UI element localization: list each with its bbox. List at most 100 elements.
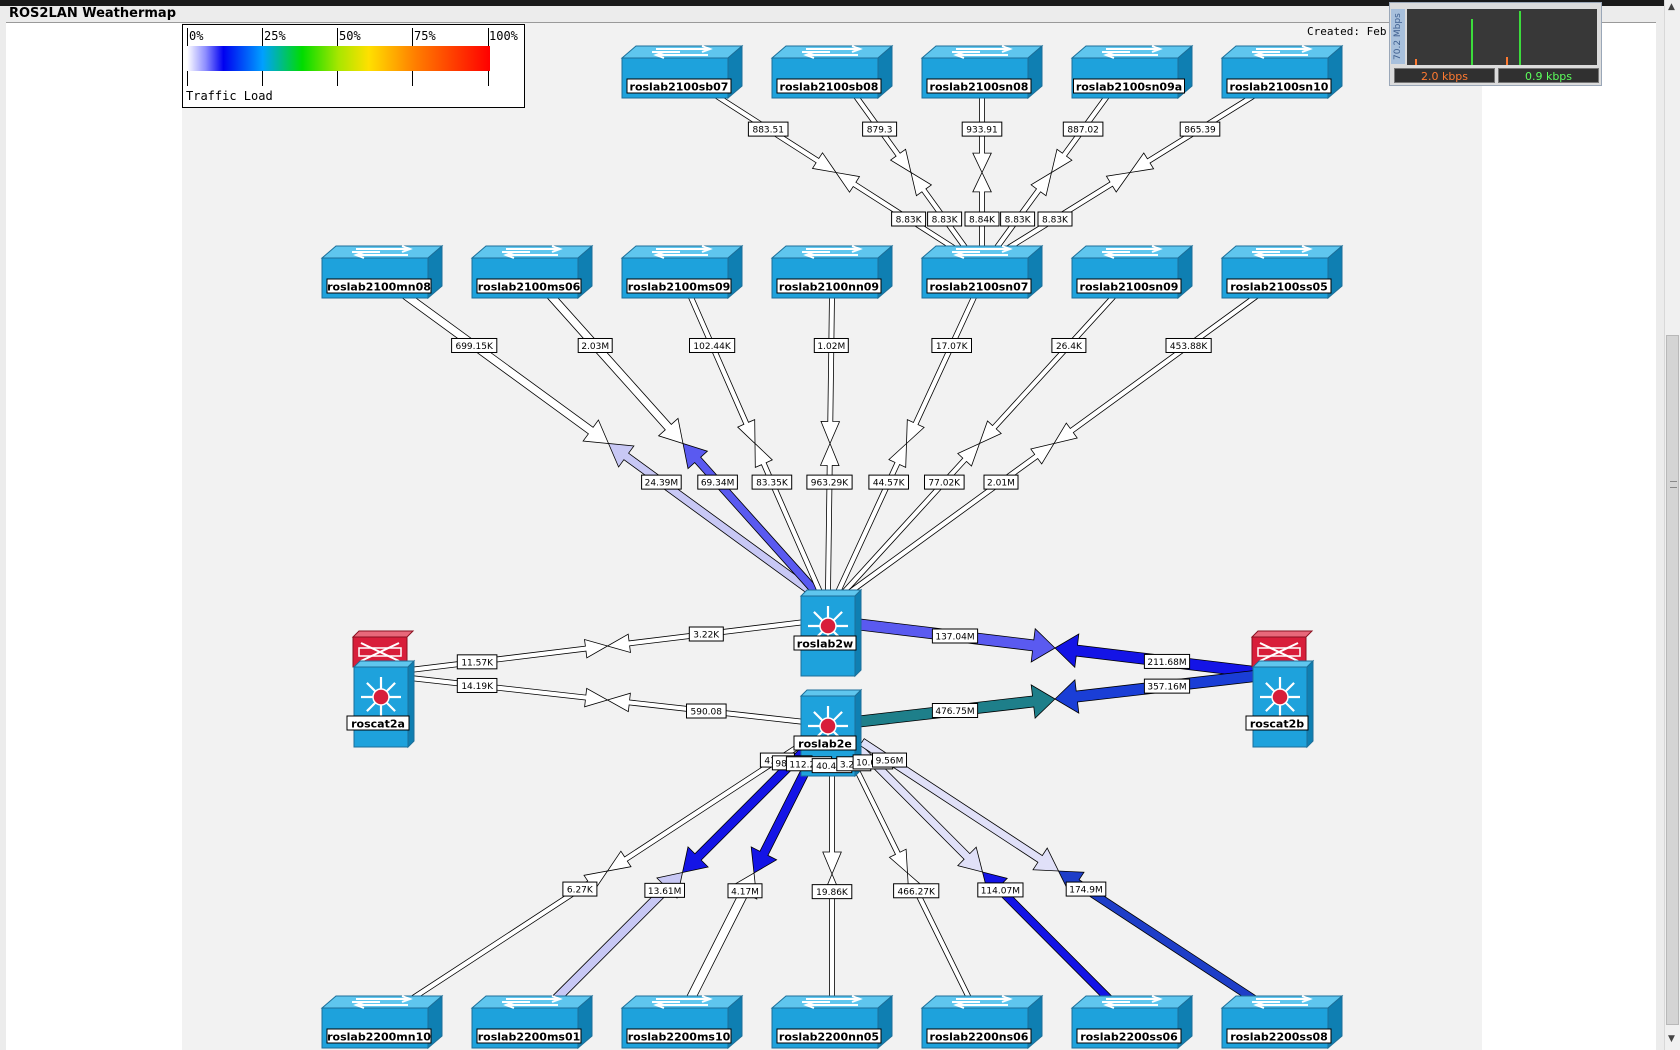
scroll-up-arrow-icon[interactable]: ▲ xyxy=(1668,2,1675,12)
bandwidth-label-sb08-sn07-a[interactable]: 879.3 xyxy=(862,121,898,137)
bandwidth-label-sn07-2w-b[interactable]: 44.57K xyxy=(868,474,910,490)
node-roslab2100sb08[interactable]: roslab2100sb08 xyxy=(770,44,894,100)
bandwidth-label-2e-ss08-b[interactable]: 174.9M xyxy=(1065,881,1107,897)
link-arrow-nn09-2w-out[interactable] xyxy=(820,294,841,445)
bandwidth-label-ms06-2w-b[interactable]: 69.34M xyxy=(697,474,738,490)
node-roslab2100ms09[interactable]: roslab2100ms09 xyxy=(620,244,744,300)
bandwidth-label-mn08-2w-b[interactable]: 24.39M xyxy=(641,474,682,490)
link-arrow-nn09-2w-in[interactable] xyxy=(819,442,840,593)
bandwidth-label-2e-nn05-b[interactable]: 19.86K xyxy=(811,884,853,900)
node-roslab2200ss08[interactable]: roslab2200ss08 xyxy=(1220,994,1344,1050)
bandwidth-label-ms06-2w-a[interactable]: 2.03M xyxy=(577,337,613,353)
link-arrow-ms06-2w-out[interactable] xyxy=(546,291,684,445)
node-label-roslab2100sn07: roslab2100sn07 xyxy=(930,281,1029,294)
bandwidth-label-2w-2b-a[interactable]: 137.04M xyxy=(931,628,979,644)
bandwidth-label-2e-ss06-b[interactable]: 114.07M xyxy=(977,882,1024,898)
bandwidth-label-sb08-sn07-a-text: 879.3 xyxy=(867,126,893,136)
bandwidth-label-sb08-sn07-b-text: 8.83K xyxy=(932,216,959,226)
bandwidth-label-nn09-2w-a[interactable]: 1.02M xyxy=(813,337,849,353)
bandwidth-label-2e-2b-b[interactable]: 357.16M xyxy=(1143,678,1191,694)
node-roslab2200nn05[interactable]: roslab2200nn05 xyxy=(770,994,894,1050)
node-label-roslab2200mn10: roslab2200mn10 xyxy=(327,1031,431,1044)
bandwidth-label-mn08-2w-a[interactable]: 699.15K xyxy=(451,337,498,353)
bandwidth-label-2a-2w-a[interactable]: 11.57K xyxy=(456,654,498,670)
bandwidth-label-mn08-2w-a-text: 699.15K xyxy=(455,342,493,352)
node-label-roscat2a: roscat2a xyxy=(351,718,405,731)
bandwidth-label-sn09a-sn07-b-text: 8.83K xyxy=(1005,216,1032,226)
link-arrow-2a-2w-out[interactable] xyxy=(409,638,609,673)
node-roslab2100sb07[interactable]: roslab2100sb07 xyxy=(620,44,744,100)
popup-inbound-value: 2.0 kbps xyxy=(1394,68,1495,83)
bandwidth-label-sn10-sn07-a[interactable]: 865.39 xyxy=(1179,121,1221,137)
bandwidth-label-sn08-sn07-a[interactable]: 933.91 xyxy=(961,121,1003,137)
scroll-down-arrow-icon[interactable]: ▼ xyxy=(1668,1034,1675,1044)
bandwidth-label-ms09-2w-a[interactable]: 102.44K xyxy=(689,337,736,353)
node-roslab2100sn09[interactable]: roslab2100sn09 xyxy=(1070,244,1194,300)
node-roslab2200ns06[interactable]: roslab2200ns06 xyxy=(920,994,1044,1050)
bandwidth-label-ms09-2w-b[interactable]: 83.35K xyxy=(751,474,793,490)
link-arrow-sn07-2w-out[interactable] xyxy=(906,293,978,445)
node-roslab2100ms06[interactable]: roslab2100ms06 xyxy=(470,244,594,300)
bandwidth-label-sn10-sn07-b[interactable]: 8.83K xyxy=(1037,211,1073,227)
node-roslab2100sn10[interactable]: roslab2100sn10 xyxy=(1220,44,1344,100)
node-roslab2100nn09[interactable]: roslab2100nn09 xyxy=(770,244,894,300)
link-arrow-ss05-2w-in[interactable] xyxy=(847,442,1055,595)
link-arrow-sn07-2w-in[interactable] xyxy=(835,442,907,594)
bandwidth-label-2e-mn10-b-text: 6.27K xyxy=(567,886,594,896)
link-arrow-sn09-2w-in[interactable] xyxy=(841,442,981,595)
node-roslab2100sn09a[interactable]: roslab2100sn09a xyxy=(1070,44,1194,100)
bandwidth-label-2e-ms10-b[interactable]: 4.17M xyxy=(727,883,763,899)
scrollbar-thumb[interactable] xyxy=(1666,335,1679,1025)
node-roslab2200ms10[interactable]: roslab2200ms10 xyxy=(620,994,744,1050)
bandwidth-label-ss05-2w-a[interactable]: 453.88K xyxy=(1165,337,1212,353)
node-label-roslab2100sn09a: roslab2100sn09a xyxy=(1076,81,1182,94)
bandwidth-label-ss05-2w-b[interactable]: 2.01M xyxy=(983,474,1019,490)
bandwidth-label-2w-2b-b[interactable]: 211.68M xyxy=(1143,653,1191,669)
node-roslab2100mn08[interactable]: roslab2100mn08 xyxy=(320,244,444,300)
node-roscat2a[interactable]: roscat2a xyxy=(346,630,416,749)
bandwidth-label-sb07-sn07-b[interactable]: 8.83K xyxy=(891,211,927,227)
bandwidth-label-nn09-2w-b[interactable]: 963.29K xyxy=(806,474,853,490)
link-arrow-ms09-2w-out[interactable] xyxy=(687,293,756,445)
bandwidth-label-2e-mn10-b[interactable]: 6.27K xyxy=(562,881,598,897)
node-roslab2200mn10[interactable]: roslab2200mn10 xyxy=(320,994,444,1050)
bandwidth-label-sn10-sn07-a-text: 865.39 xyxy=(1184,126,1216,136)
bandwidth-label-2a-2e-a[interactable]: 14.19K xyxy=(456,677,498,693)
bandwidth-label-nn09-2w-b-text: 963.29K xyxy=(811,479,849,489)
link-arrow-mn08-2w-out[interactable] xyxy=(402,291,610,444)
link-arrow-mn08-2w-in[interactable] xyxy=(607,443,815,596)
node-roslab2w[interactable]: roslab2w xyxy=(793,588,863,678)
bandwidth-label-sb07-sn07-a[interactable]: 883.51 xyxy=(747,121,789,137)
bandwidth-label-sn09a-sn07-a[interactable]: 887.02 xyxy=(1062,121,1104,137)
link-arrow-sn08-sn07-in[interactable] xyxy=(972,171,992,251)
bandwidth-label-2e-2b-a[interactable]: 476.75M xyxy=(931,703,979,718)
bandwidth-label-2e-ns06-b[interactable]: 466.27K xyxy=(893,883,940,899)
bandwidth-label-sn09-2w-b[interactable]: 77.02K xyxy=(924,474,965,490)
link-arrow-ms06-2w-in[interactable] xyxy=(682,442,820,596)
link-arrow-2a-2e-out[interactable] xyxy=(409,675,609,708)
link-arrow-2e-ss08-in[interactable] xyxy=(1057,870,1258,1004)
bandwidth-label-2e-nn05-a-text: 40.49K xyxy=(816,762,849,772)
bandwidth-label-sn09-2w-a[interactable]: 26.4K xyxy=(1051,337,1087,353)
bandwidth-label-2e-ms01-b[interactable]: 13.61M xyxy=(644,882,686,898)
bandwidth-label-sn09a-sn07-a-text: 887.02 xyxy=(1067,126,1099,136)
node-roslab2100ss05[interactable]: roslab2100ss05 xyxy=(1220,244,1344,300)
node-roslab2200ms01[interactable]: roslab2200ms01 xyxy=(470,994,594,1050)
bandwidth-label-2a-2w-b[interactable]: 3.22K xyxy=(688,626,724,642)
node-roscat2b[interactable]: roscat2b xyxy=(1245,630,1315,749)
link-arrow-sn09-2w-out[interactable] xyxy=(978,292,1118,445)
node-roslab2100sn07[interactable]: roslab2100sn07 xyxy=(920,244,1044,300)
bandwidth-label-2e-ss08-a[interactable]: 9.56M xyxy=(872,752,907,768)
bandwidth-label-2e-ss08-b-text: 174.9M xyxy=(1069,886,1103,896)
node-roslab2100sn08[interactable]: roslab2100sn08 xyxy=(920,44,1044,100)
node-roslab2200ss06[interactable]: roslab2200ss06 xyxy=(1070,994,1194,1050)
graph-spike xyxy=(1519,11,1521,65)
bandwidth-label-sn08-sn07-b[interactable]: 8.84K xyxy=(964,211,1000,227)
bandwidth-label-2a-2e-b[interactable]: 590.08 xyxy=(686,703,727,719)
vertical-scrollbar[interactable]: ▲ ▼ xyxy=(1664,0,1680,1050)
bandwidth-label-sn07-2w-a[interactable]: 17.07K xyxy=(931,337,973,353)
bandwidth-label-sn09a-sn07-b[interactable]: 8.83K xyxy=(1000,211,1036,227)
bandwidth-label-sb08-sn07-b[interactable]: 8.83K xyxy=(927,211,963,227)
link-arrow-ss05-2w-out[interactable] xyxy=(1053,292,1261,445)
